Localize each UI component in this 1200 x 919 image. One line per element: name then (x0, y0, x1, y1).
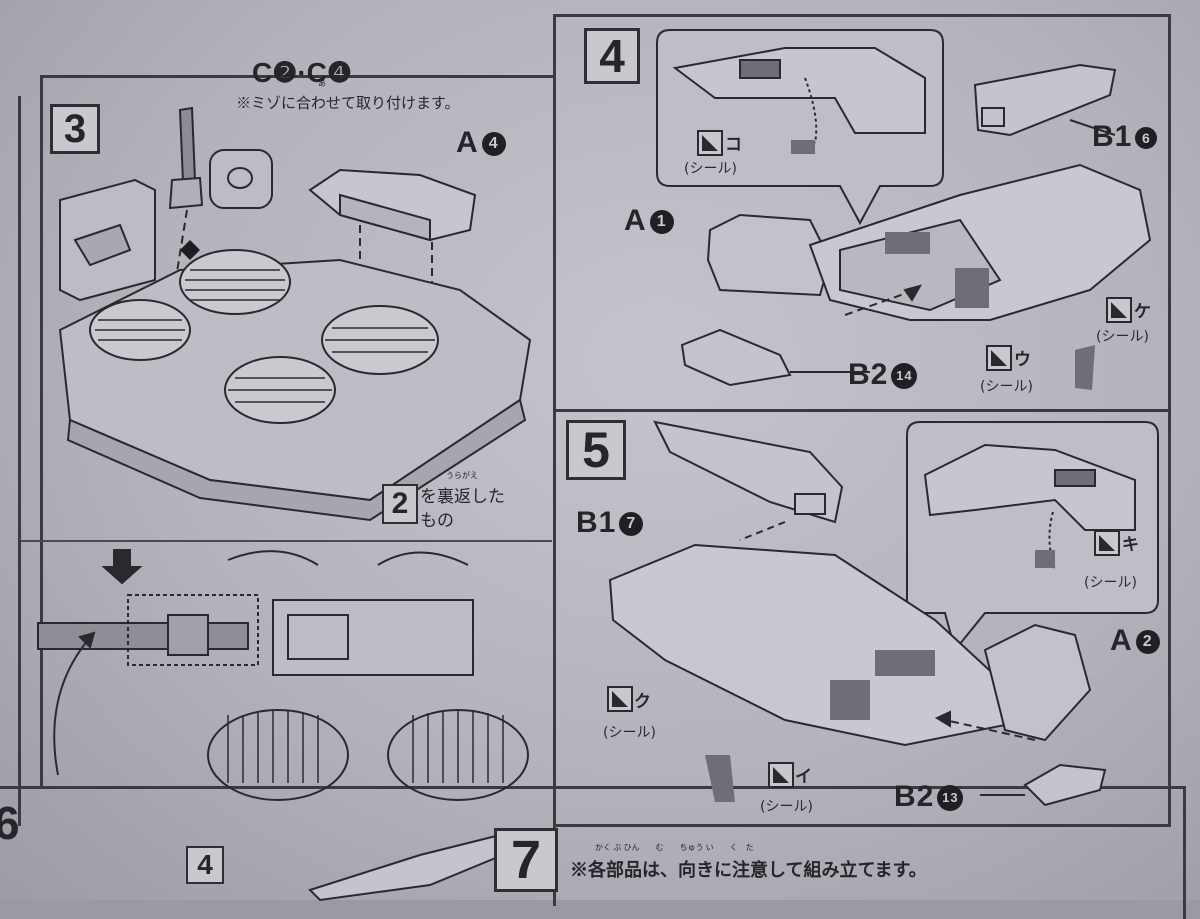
step4-callout-bubble (656, 29, 944, 226)
step3-note: ※ミゾに合わせて取り付けます。 (236, 95, 460, 112)
step4-seal-u-icon (986, 345, 1012, 371)
step5-seal-i-icon (768, 762, 794, 788)
step6-part-illustration (308, 833, 517, 902)
step5-callout-bubble (906, 421, 1159, 653)
step7-ruby: かく ぶ ひん む ちゅう い く た (595, 843, 754, 852)
step5-seal-ku-char: ク (634, 692, 651, 712)
step4-seal-ke-char: ケ (1134, 302, 1151, 322)
bottom-panel (0, 786, 1186, 919)
step5-panel (553, 406, 1171, 827)
step3-ref-text-1: を裏返した (420, 487, 505, 506)
step5-seal-ku-icon (607, 686, 633, 712)
step3-detail-illustration (37, 549, 529, 801)
step3-ref-ruby: うらがえ (446, 471, 478, 480)
step4-seal-ke-icon (1106, 297, 1132, 323)
step4-seal-ko-icon (697, 130, 723, 156)
step4-seal-ko-label: (シール) (684, 161, 737, 177)
step5-b17-part (653, 420, 844, 541)
step3-ref-text-2: もの (420, 511, 454, 530)
step4-panel (553, 14, 1171, 412)
step3-number: 3 (50, 104, 100, 154)
step4-seal-u-label: (シール) (980, 379, 1033, 395)
step4-b16-part (973, 63, 1117, 137)
step5-seal-ki-icon (1094, 530, 1120, 556)
step5-seal-i-char: イ (795, 767, 812, 787)
step3-divider (18, 540, 552, 542)
step5-hull-illustration (608, 543, 1107, 807)
step5-seal-i-label: (シール) (760, 799, 813, 815)
step4-seal-ke-label: (シール) (1096, 329, 1149, 345)
step5-number: 5 (566, 420, 626, 480)
step4-seal-ko-char: コ (725, 135, 742, 155)
step5-seal-ku-label: (シール) (603, 725, 656, 741)
left-page-edge (0, 96, 21, 826)
step6-ref-number: 4 (186, 846, 224, 884)
step5-seal-ki-char: キ (1122, 535, 1139, 555)
step3-ruby: あ (318, 79, 326, 88)
step4-seal-u-char: ウ (1014, 350, 1031, 370)
step4-number: 4 (584, 28, 640, 84)
step4-hull-illustration (680, 163, 1152, 390)
step5-seal-ki-label: (シール) (1084, 575, 1137, 591)
step7-number: 7 (494, 828, 558, 892)
step7-note: ※各部品は、向きに注意して組み立てます。 (570, 860, 927, 880)
step6-number: 6 (0, 797, 20, 849)
step3-part-label: C❷·C❹ (252, 57, 352, 88)
step3-ref-number: 2 (382, 484, 418, 524)
